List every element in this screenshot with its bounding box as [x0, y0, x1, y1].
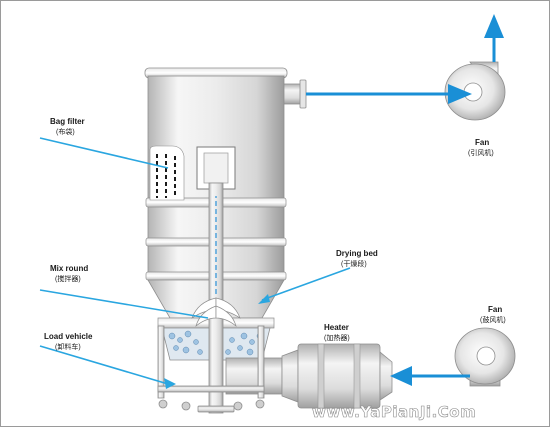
- leader-load-vehicle: [39, 345, 169, 385]
- label-exhaust-fan-cn: (引风机): [468, 148, 494, 157]
- watermark: www.YaPianJi.Com: [312, 403, 476, 421]
- leader-drying-bed: [261, 267, 351, 301]
- label-drying-bed-en: Drying bed: [336, 249, 378, 258]
- arrow-to-heater: [390, 366, 412, 386]
- mixer-blades: [191, 297, 241, 327]
- label-load-vehicle-cn: (卸料车): [55, 342, 81, 351]
- airflow-arrows: [215, 14, 504, 386]
- heater-duct: [225, 343, 393, 409]
- label-mix-round-en: Mix round: [50, 264, 88, 273]
- arrow-to-exhaust-fan: [448, 84, 472, 104]
- label-blower-fan-cn: (鼓风机): [480, 315, 506, 324]
- component-labels: Bag filter (布袋) Mix round (搅拌器) Load veh…: [44, 117, 506, 351]
- label-bag-filter-cn: (布袋): [56, 127, 75, 136]
- leader-load-vehicle-tip: [164, 378, 176, 389]
- leader-bag-filter: [39, 137, 169, 169]
- arrow-fan-discharge: [484, 14, 504, 38]
- label-bag-filter-en: Bag filter: [50, 117, 85, 126]
- label-mix-round-cn: (搅拌器): [55, 274, 81, 283]
- exhaust-fan: [444, 61, 506, 121]
- label-heater-cn: (加热器): [324, 333, 350, 342]
- leader-drying-bed-tip: [258, 294, 270, 304]
- label-load-vehicle-en: Load vehicle: [44, 332, 93, 341]
- load-vehicle: [157, 325, 265, 413]
- blower-fan: [454, 327, 516, 387]
- bed-particles: [168, 330, 264, 356]
- leader-lines: [39, 137, 351, 385]
- leader-mix-round: [39, 289, 209, 319]
- label-drying-bed-cn: (干燥段): [341, 259, 367, 268]
- bag-filter: [149, 145, 185, 201]
- label-exhaust-fan-en: Fan: [475, 138, 489, 147]
- label-heater-en: Heater: [324, 323, 349, 332]
- label-blower-fan-en: Fan: [488, 305, 502, 314]
